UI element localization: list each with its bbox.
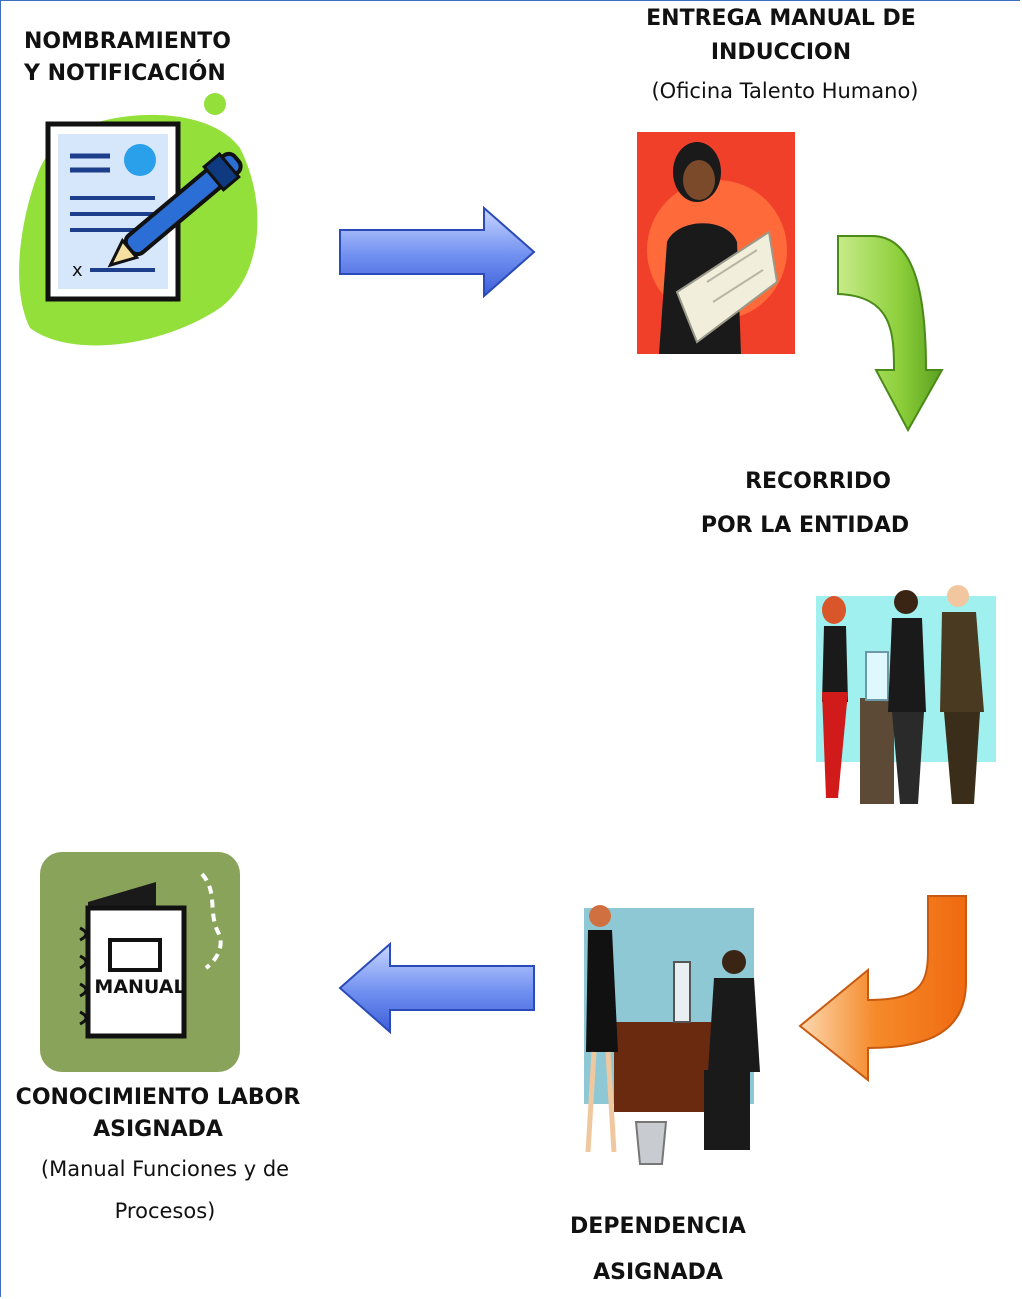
recorrido-line1: RECORRIDO [745, 469, 891, 494]
recorrido-line2: POR LA ENTIDAD [700, 513, 910, 538]
entrega-line1: ENTREGA MANUAL DE [646, 6, 916, 31]
arrow-right-icon [339, 205, 536, 299]
manual-icon-text: MANUAL [94, 976, 186, 998]
document-pen-icon: x [19, 93, 258, 346]
dependencia-label: DEPENDENCIA ASIGNADA [530, 1204, 786, 1296]
entrega-sub: (Oficina Talento Humano) [651, 79, 919, 103]
arrow-left-icon [338, 941, 535, 1035]
recorrido-label: RECORRIDO POR LA ENTIDAD [680, 460, 930, 548]
nombramiento-line1: NOMBRAMIENTO [24, 29, 231, 54]
entrega-label: ENTREGA MANUAL DE INDUCCION [626, 2, 936, 70]
woman-reading-icon [637, 132, 795, 354]
dependencia-line1: DEPENDENCIA [570, 1214, 746, 1239]
entrega-line2: INDUCCION [710, 40, 852, 65]
nombramiento-line2: Y NOTIFICACIÓN [24, 61, 226, 86]
people-meeting-icon [816, 585, 996, 804]
manual-book-icon [79, 872, 223, 1039]
conocimiento-sub: (Manual Funciones y de Procesos) [10, 1148, 320, 1232]
nombramiento-label: NOMBRAMIENTO Y NOTIFICACIÓN [24, 26, 231, 90]
curved-arrow-left-icon [798, 895, 967, 1083]
conocimiento-label: CONOCIMIENTO LABOR ASIGNADA [10, 1082, 306, 1146]
conocimiento-sub1: (Manual Funciones y de [40, 1157, 290, 1181]
manual-icon: MANUAL [40, 852, 240, 1072]
conocimiento-sub2: Procesos) [114, 1199, 216, 1223]
office-desk-icon [584, 905, 760, 1165]
conocimiento-line2: ASIGNADA [93, 1117, 223, 1142]
dependencia-line2: ASIGNADA [593, 1260, 723, 1285]
svg-text:x: x [72, 260, 83, 281]
curved-arrow-down-icon [837, 235, 944, 433]
conocimiento-line1: CONOCIMIENTO LABOR [15, 1085, 301, 1110]
